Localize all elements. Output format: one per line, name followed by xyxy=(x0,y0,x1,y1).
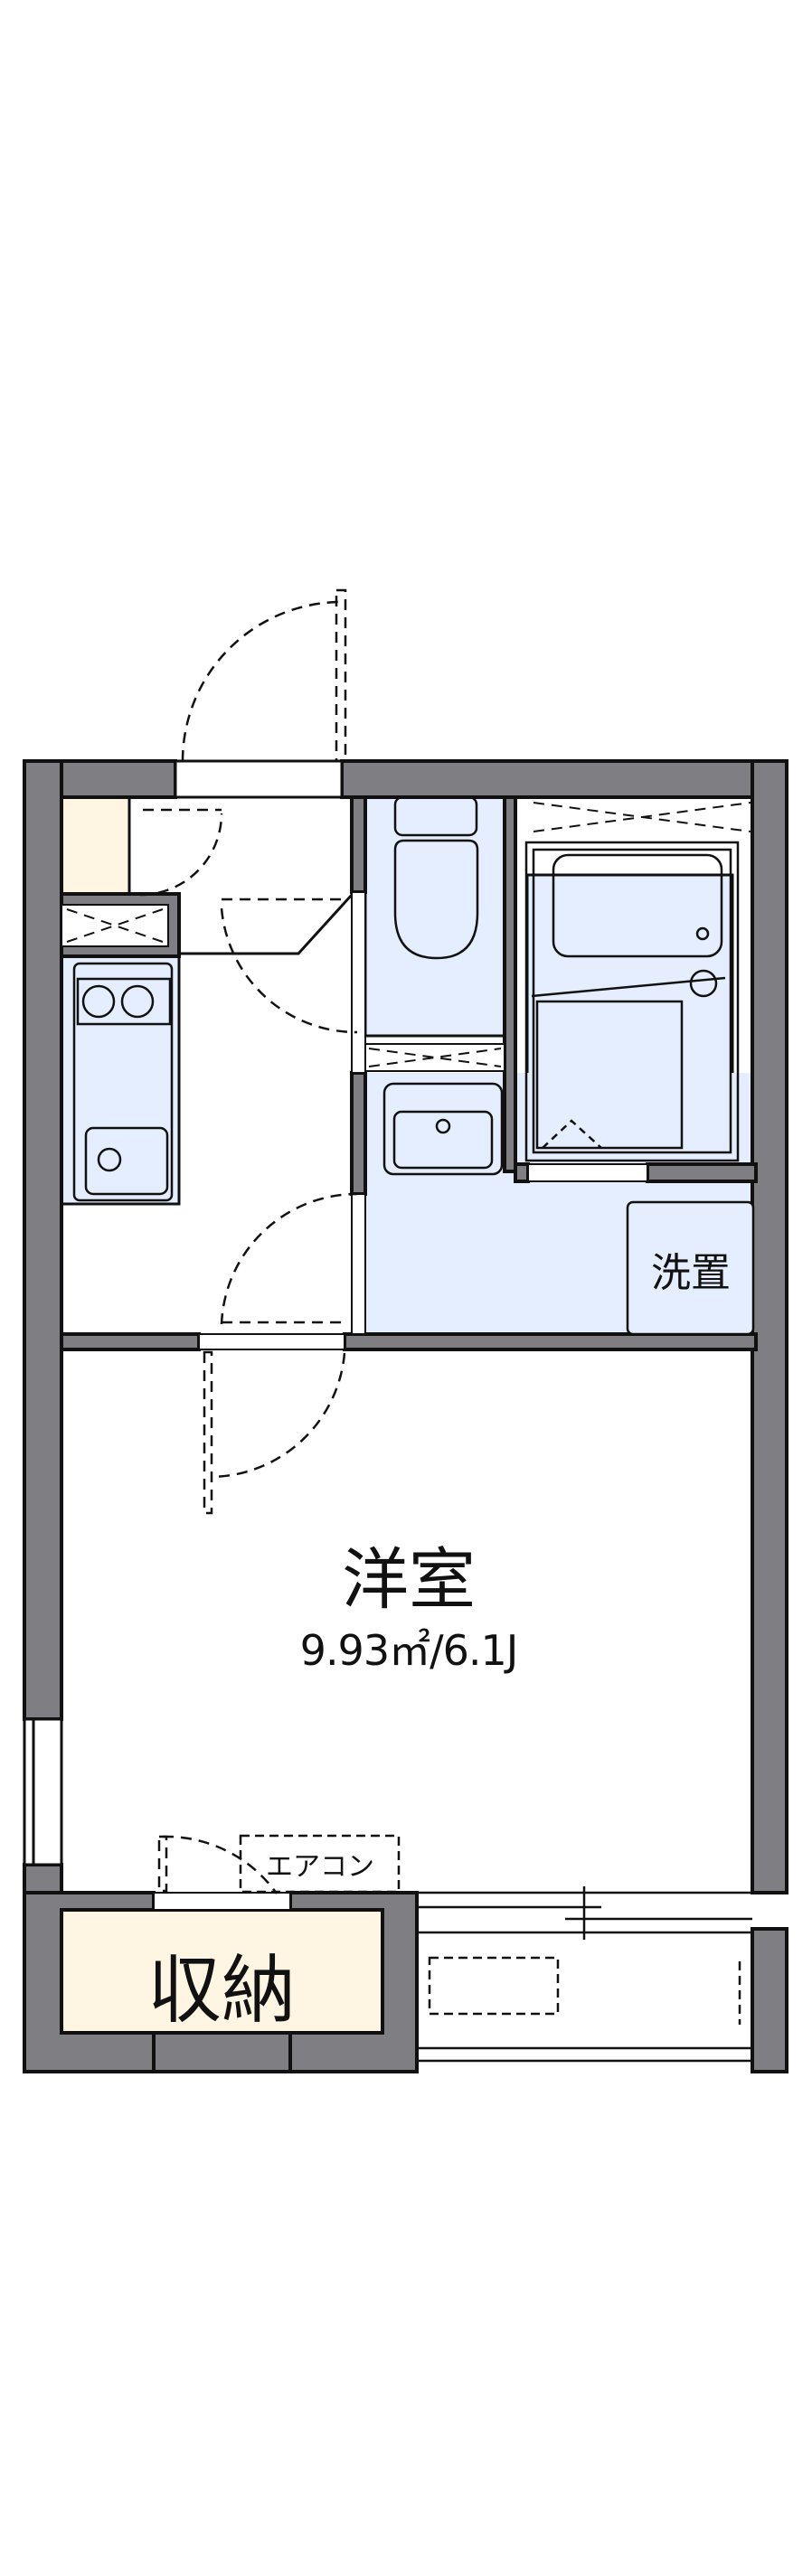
door-swings xyxy=(139,588,358,1894)
storage-label: 収納 xyxy=(146,1948,297,2034)
washer-label: 洗置 xyxy=(651,1250,731,1296)
washer-space-box xyxy=(626,1200,755,1336)
sink-icon xyxy=(84,1126,169,1196)
wash-basin-icon xyxy=(382,1082,504,1176)
bathtub-icon xyxy=(524,841,740,1162)
kitchen-stove xyxy=(72,962,174,1202)
room-door-opening xyxy=(198,1333,345,1350)
kitchen-counter xyxy=(60,954,181,1206)
room-area-western: 9.93㎡/6.1J xyxy=(299,1626,519,1675)
shelf-x xyxy=(61,802,751,1072)
burner-icon xyxy=(120,984,155,1019)
storage-door-opening xyxy=(153,1892,291,1911)
entrance-door-opening xyxy=(174,759,344,799)
aircon-label: エアコン xyxy=(266,1851,374,1883)
shoe-storage xyxy=(60,795,131,896)
storage-closet xyxy=(60,1908,384,2035)
toilet-icon xyxy=(393,795,479,960)
toilet-room xyxy=(364,795,506,1038)
balcony xyxy=(417,1886,752,2063)
bath-door-opening xyxy=(527,1163,648,1182)
entrance-step xyxy=(179,893,354,955)
window-left xyxy=(23,1717,63,1866)
room-name-western: 洋室 xyxy=(342,1541,476,1619)
aircon-box xyxy=(239,1834,401,1894)
toilet-door-opening xyxy=(351,891,366,1074)
burner-icon xyxy=(81,984,116,1019)
wash-door-opening xyxy=(351,1193,366,1335)
